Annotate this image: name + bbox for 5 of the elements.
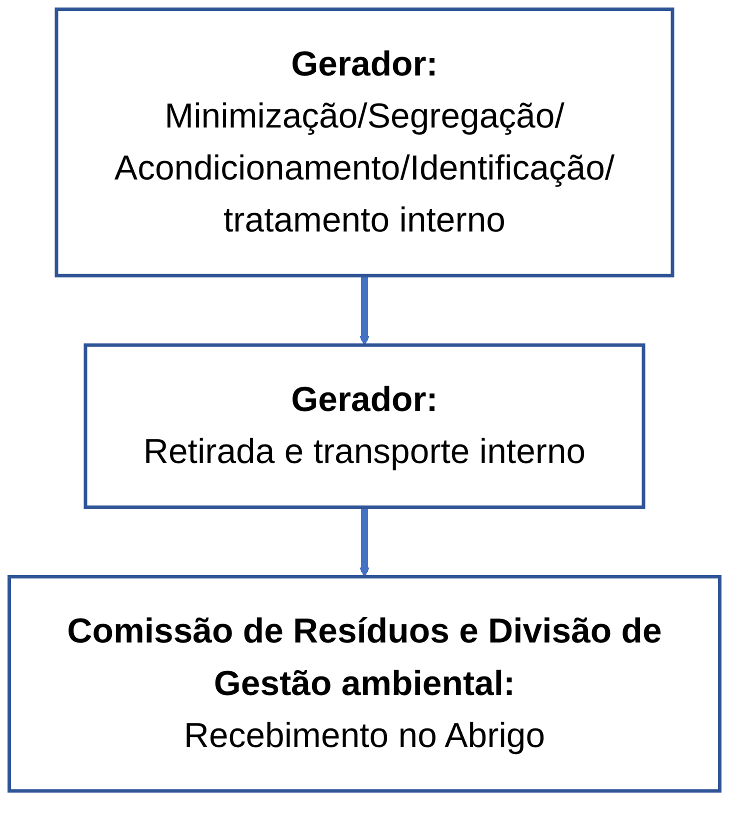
arrow bbox=[359, 276, 370, 346]
node-box: Gerador: Retirada e transporte interno bbox=[84, 343, 646, 509]
arrow bbox=[359, 507, 370, 578]
node-box: Comissão de Resíduos e Divisão de Gestão ambiental: Recebimento no Abrigo bbox=[8, 574, 722, 793]
node-box: Gerador: Minimização/Segregação/ Acondicionamento/Identificação/ tratamento interno bbox=[54, 8, 674, 278]
